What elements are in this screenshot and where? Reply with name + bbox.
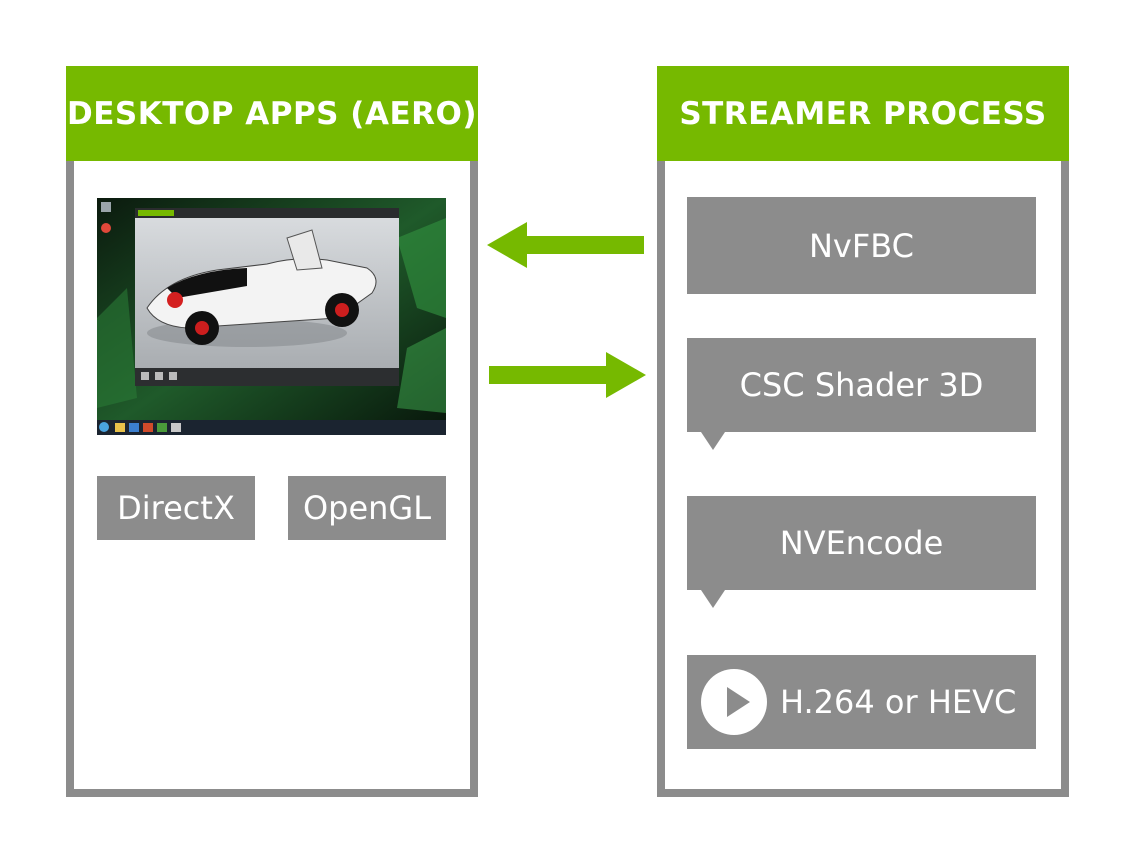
nvencode-box-tail [701,590,725,608]
nvencode-box: NVEncode [687,496,1036,590]
csc-shader-box-tail [701,432,725,450]
arrow-right-icon [489,352,646,398]
nvfbc-box: NvFBC [687,197,1036,294]
desktop-apps-title: DESKTOP APPS (AERO) [66,66,478,161]
csc-shader-box: CSC Shader 3D [687,338,1036,432]
arrow-left-icon [487,222,644,268]
opengl-box: OpenGL [288,476,446,540]
directx-box: DirectX [97,476,255,540]
desktop-screenshot-image [97,198,446,435]
streamer-process-title: STREAMER PROCESS [657,66,1069,161]
play-icon [701,669,767,735]
codec-label: H.264 or HEVC [780,683,1017,721]
codec-box: H.264 or HEVC [687,655,1036,749]
